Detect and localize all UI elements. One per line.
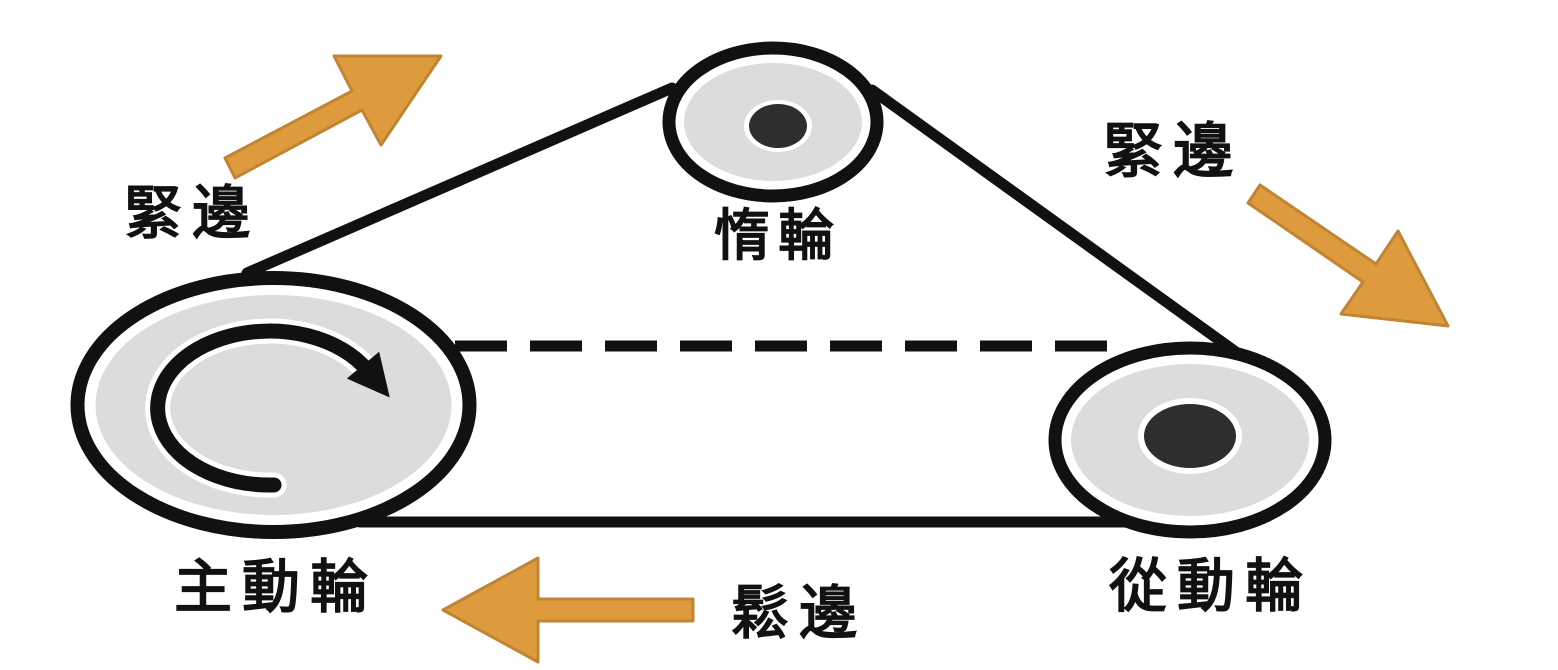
driven-hub bbox=[1144, 404, 1236, 468]
label-idler-wheel: 惰輪 bbox=[714, 204, 842, 267]
idler-pulley bbox=[662, 41, 884, 203]
driving-pulley bbox=[70, 271, 477, 539]
idler-hub bbox=[749, 104, 807, 148]
loose-side-arrow bbox=[441, 556, 695, 664]
label-loose-side: 鬆邊 bbox=[731, 581, 867, 646]
label-tight-side-right: 緊邊 bbox=[1103, 118, 1243, 185]
label-driving-wheel: 主動輪 bbox=[174, 555, 378, 620]
belt-span-upper-left bbox=[241, 82, 678, 279]
tight-side-arrow-left bbox=[223, 54, 443, 180]
tight-side-arrow-right bbox=[1246, 183, 1450, 328]
belt bbox=[241, 82, 1246, 528]
driven-pulley bbox=[1048, 341, 1332, 539]
label-driven-wheel: 從動輪 bbox=[1108, 554, 1313, 619]
label-tight-side-left: 緊邊 bbox=[124, 181, 260, 246]
belt-span-upper-right bbox=[866, 84, 1246, 361]
rotation-arrow bbox=[145, 318, 390, 498]
